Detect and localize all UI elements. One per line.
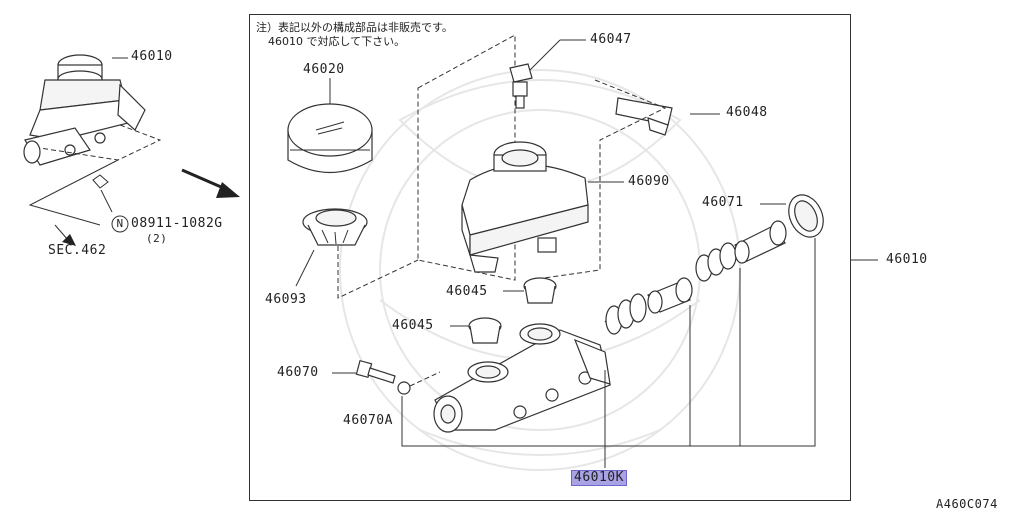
primary-spring: [604, 293, 647, 335]
cylinder-body: [433, 323, 611, 433]
note-line-1: 注）表記以外の構成部品は非販売です。: [256, 21, 453, 34]
arrow-icon: [216, 182, 240, 198]
secondary-spring: [695, 242, 737, 282]
figure-code: A460C074: [936, 497, 998, 511]
label-grommet-upper: 46045: [446, 284, 488, 299]
nut-symbol-icon: [111, 215, 129, 233]
label-filter: 46093: [265, 292, 307, 307]
reservoir-cap: [287, 103, 373, 174]
primary-piston: [647, 277, 693, 314]
filter-strainer: [302, 208, 368, 246]
seal-ring: [788, 194, 824, 238]
label-bolt-lower: 46070: [277, 365, 319, 380]
label-nut: 08911-1082G: [131, 216, 223, 231]
label-reservoir: 46090: [628, 174, 670, 189]
overview-master-cylinder: [23, 54, 146, 166]
fluid-reservoir: [461, 141, 589, 273]
grommet-upper: [523, 277, 557, 304]
label-section-ref[interactable]: SEC.462: [48, 243, 107, 258]
label-washer: 46070A: [343, 413, 393, 428]
label-cap: 46020: [303, 62, 345, 77]
grommet-lower: [468, 317, 502, 344]
label-kit[interactable]: 46010K: [571, 470, 627, 486]
label-nut-symbol: N: [116, 217, 124, 230]
arrow-icon: [62, 234, 76, 246]
reservoir-bolt: [509, 63, 533, 109]
detail-frame: [249, 14, 851, 501]
label-grommet-lower: 46045: [392, 318, 434, 333]
label-nut-qty: (2): [146, 232, 168, 245]
mounting-bolt: [355, 359, 396, 384]
label-bolt: 46047: [590, 32, 632, 47]
label-assembly-right: 46010: [886, 252, 928, 267]
note-line-2: 46010 で対応して下さい。: [268, 35, 406, 48]
secondary-piston: [734, 220, 787, 264]
label-sensor: 46048: [726, 105, 768, 120]
nut-icon: [92, 174, 109, 189]
label-assembly-top: 46010: [131, 49, 173, 64]
label-seal-ring: 46071: [702, 195, 744, 210]
washer: [397, 381, 411, 395]
level-sensor: [615, 97, 673, 136]
